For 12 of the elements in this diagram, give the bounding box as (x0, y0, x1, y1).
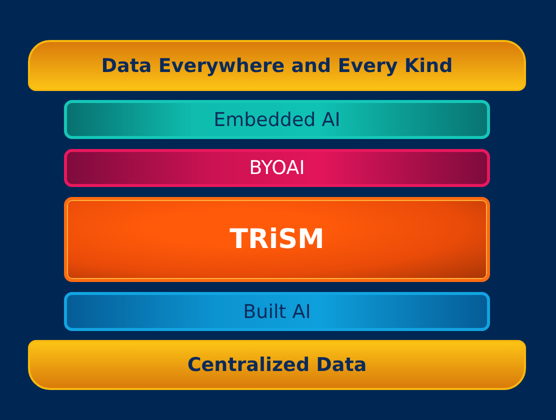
layer-label: BYOAI (249, 157, 305, 179)
layer-band (64, 197, 490, 282)
layer-label: Data Everywhere and Every Kind (101, 54, 453, 76)
layer-label: TRiSM (230, 224, 324, 255)
layer-band (64, 149, 490, 187)
layer-label: Centralized Data (187, 354, 367, 376)
layer-label: Embedded AI (214, 108, 340, 130)
layer-band (28, 40, 526, 91)
layer-band (64, 100, 490, 139)
layer-band (28, 340, 526, 390)
layer-label: Built AI (243, 300, 311, 322)
layer-band (64, 292, 490, 331)
